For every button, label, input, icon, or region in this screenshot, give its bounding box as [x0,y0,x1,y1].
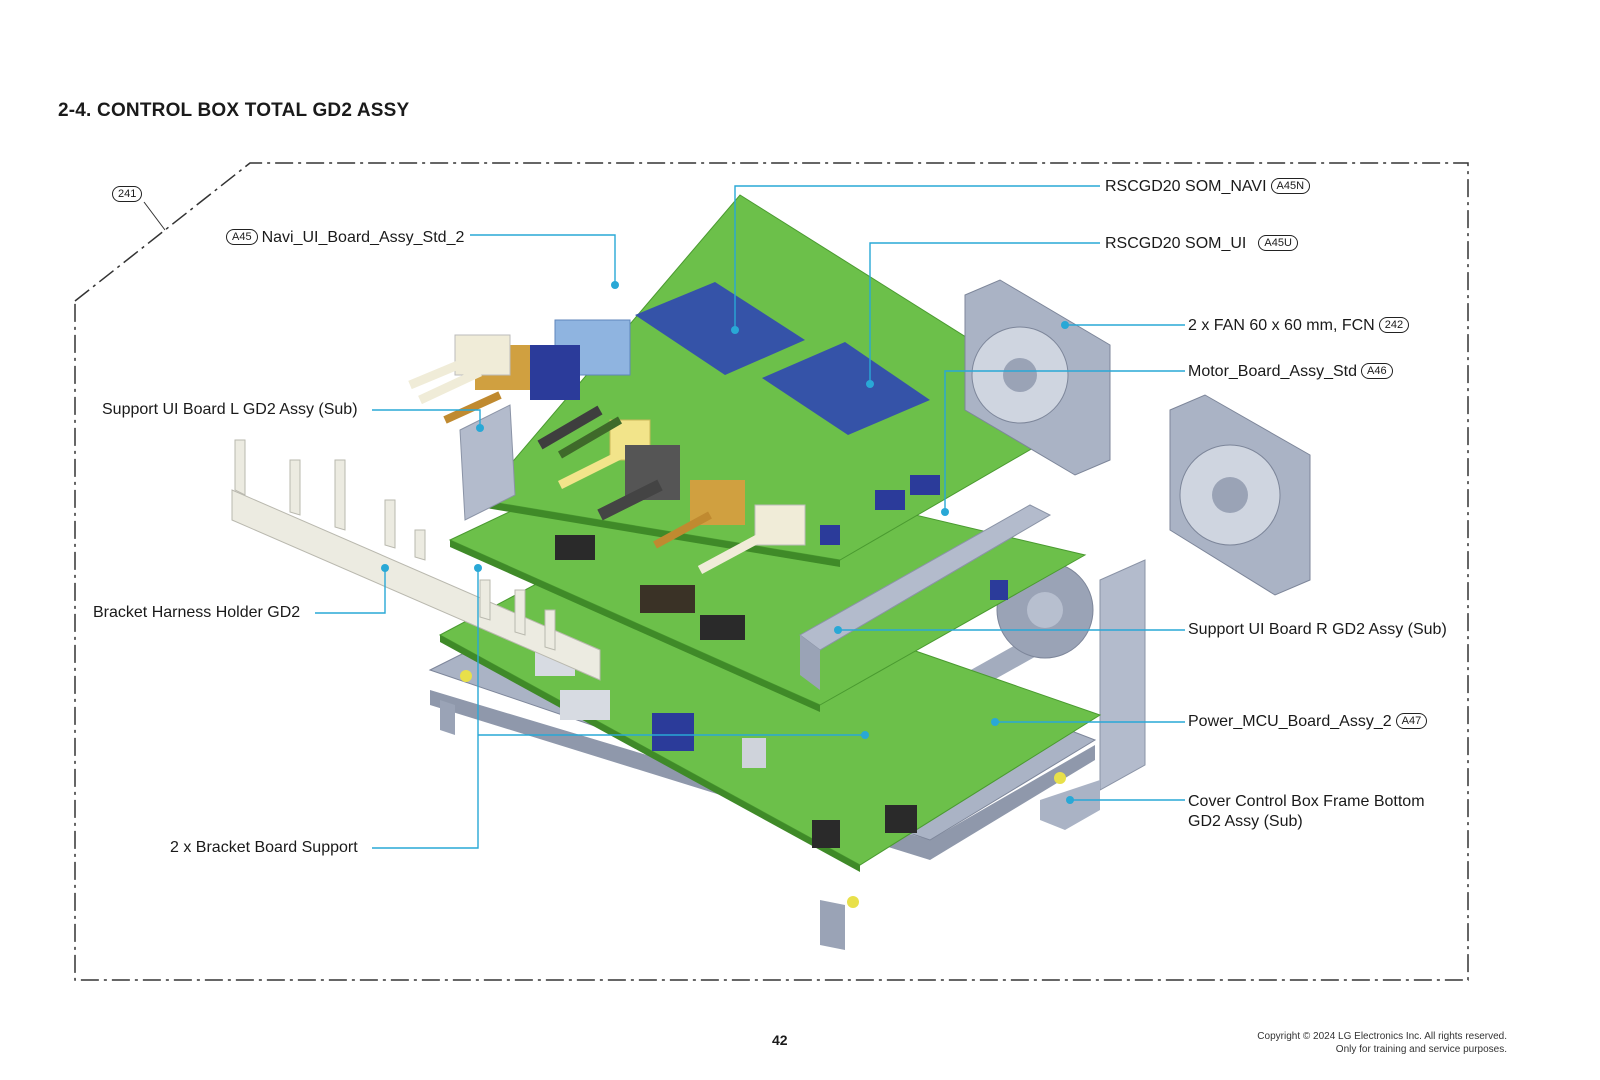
label-bracket-harness: Bracket Harness Holder GD2 [93,604,301,621]
fan-icon [964,279,1111,476]
label-support-ui-r: Support UI Board R GD2 Assy (Sub) [1188,621,1447,638]
power-mcu-board [438,544,1102,872]
bracket-harness-holder [231,439,601,681]
label-bracket-board-support: 2 x Bracket Board Support [170,839,358,856]
leader-lines [315,185,1185,849]
fan-icon [1169,394,1311,596]
support-ui-board-l [459,404,516,521]
copyright-notice: Copyright © 2024 LG Electronics Inc. All… [1257,1031,1507,1055]
label-cover-frame: Cover Control Box Frame Bottom GD2 Assy … [1188,793,1425,830]
leader-dots [381,281,1074,804]
page-number: 42 [772,1032,788,1048]
page-title: 2-4. CONTROL BOX TOTAL GD2 ASSY [58,100,410,121]
connector-cluster [408,319,806,574]
label-support-ui-l: Support UI Board L GD2 Assy (Sub) [102,401,358,418]
assembly-boundary [74,162,1469,981]
support-ui-board-r [799,504,1052,690]
frame-ref-badge: 241 [108,185,146,205]
